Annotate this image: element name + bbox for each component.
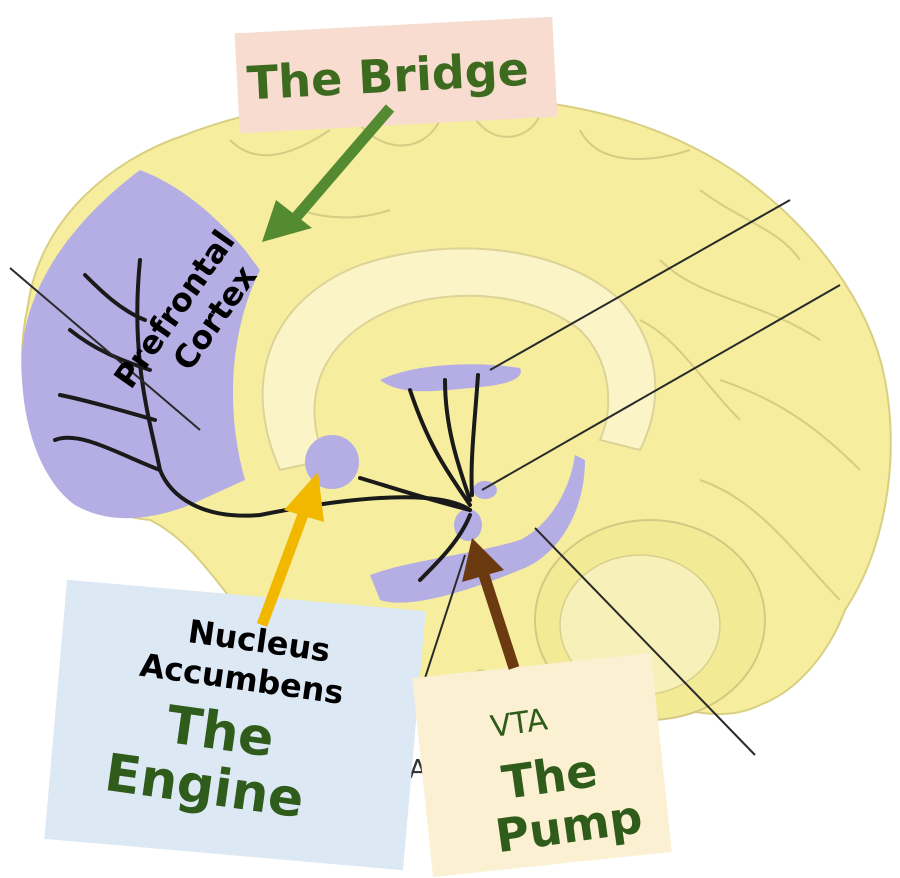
vta-label: VTA <box>488 702 550 745</box>
prefrontal-cortex-region <box>21 170 260 519</box>
pump-label-line1: The <box>499 743 601 810</box>
cingulate-arc <box>261 247 657 472</box>
bridge-label-box <box>234 16 558 134</box>
leader-lines <box>9 199 841 756</box>
thalamic-target-region <box>380 364 521 392</box>
brainstem-highlight <box>370 455 585 603</box>
pump-label-box <box>412 653 672 877</box>
vta-arrow <box>462 538 520 670</box>
engine-label-line1: The <box>163 695 278 769</box>
nucleus-accumbens-arrow <box>256 472 324 627</box>
dopamine-pathways <box>53 258 480 582</box>
gyri-lines <box>229 109 861 601</box>
engine-label-box <box>44 579 426 871</box>
bridge-arrow <box>262 104 395 242</box>
nucleus-accumbens-region <box>305 435 359 489</box>
